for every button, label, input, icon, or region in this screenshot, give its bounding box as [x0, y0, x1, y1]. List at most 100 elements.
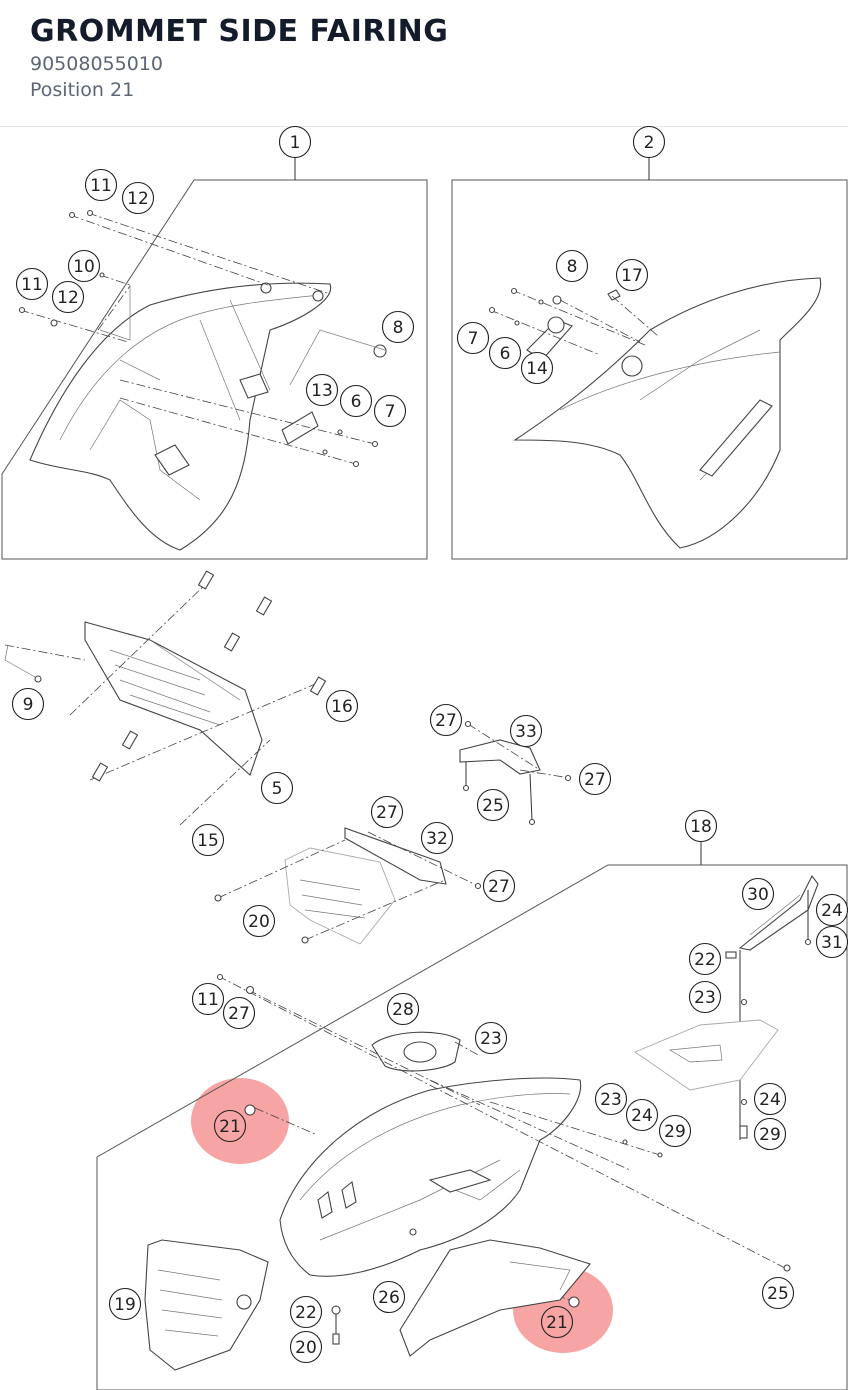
callout-12[interactable]: 12: [51, 280, 85, 314]
callout-circle: [741, 877, 775, 911]
callout-27[interactable]: 27: [578, 762, 612, 796]
page-title: GROMMET SIDE FAIRING: [30, 14, 449, 49]
callout-number: 20: [295, 1338, 317, 1358]
callout-circle: [753, 1117, 787, 1151]
callout-circle: [381, 310, 415, 344]
callout-10[interactable]: 10: [67, 249, 101, 283]
callout-circle: [242, 904, 276, 938]
callout-circle: [684, 809, 718, 843]
callout-14[interactable]: 14: [520, 351, 554, 385]
callout-31[interactable]: 31: [815, 925, 848, 959]
callout-24[interactable]: 24: [625, 1098, 659, 1132]
callout-12[interactable]: 12: [121, 181, 155, 215]
callout-circle: [386, 992, 420, 1026]
callout-21[interactable]: 21: [213, 1109, 247, 1143]
callout-11[interactable]: 11: [84, 168, 118, 202]
callout-number: 9: [23, 695, 34, 715]
callout-6[interactable]: 6: [339, 384, 373, 418]
callout-22[interactable]: 22: [289, 1295, 323, 1329]
callout-circle: [108, 1287, 142, 1321]
callout-number: 22: [694, 950, 716, 970]
callout-11[interactable]: 11: [191, 982, 225, 1016]
callout-25[interactable]: 25: [761, 1276, 795, 1310]
callout-33[interactable]: 33: [509, 714, 543, 748]
callout-number: 26: [378, 1288, 400, 1308]
callout-21[interactable]: 21: [540, 1305, 574, 1339]
callout-number: 7: [385, 402, 396, 422]
callout-number: 29: [664, 1122, 686, 1142]
callout-number: 27: [488, 877, 510, 897]
callout-24[interactable]: 24: [753, 1082, 787, 1116]
callout-23[interactable]: 23: [594, 1082, 628, 1116]
callout-23[interactable]: 23: [474, 1021, 508, 1055]
callout-number: 16: [331, 697, 353, 717]
callout-22[interactable]: 22: [688, 942, 722, 976]
callout-26[interactable]: 26: [372, 1280, 406, 1314]
callout-number: 27: [376, 803, 398, 823]
callout-30[interactable]: 30: [741, 877, 775, 911]
callout-32[interactable]: 32: [420, 821, 454, 855]
callout-29[interactable]: 29: [753, 1117, 787, 1151]
callout-circle: [339, 384, 373, 418]
callout-13[interactable]: 13: [305, 373, 339, 407]
callout-number: 12: [127, 189, 149, 209]
callout-circle: [289, 1330, 323, 1364]
callout-27[interactable]: 27: [370, 795, 404, 829]
position-label: Position 21: [30, 79, 135, 101]
callout-number: 25: [482, 796, 504, 816]
callout-number: 21: [219, 1117, 241, 1137]
callout-number: 23: [600, 1090, 622, 1110]
callout-number: 6: [500, 344, 511, 364]
callout-circle: [509, 714, 543, 748]
callout-11[interactable]: 11: [15, 267, 49, 301]
callout-27[interactable]: 27: [429, 703, 463, 737]
callout-circle: [488, 336, 522, 370]
callout-1[interactable]: 1: [278, 126, 312, 159]
callout-23[interactable]: 23: [688, 980, 722, 1014]
callout-circle: [632, 126, 666, 159]
callout-circle: [476, 788, 510, 822]
callout-number: 11: [90, 176, 112, 196]
callout-20[interactable]: 20: [289, 1330, 323, 1364]
callout-24[interactable]: 24: [815, 893, 848, 927]
callout-19[interactable]: 19: [108, 1287, 142, 1321]
callout-2[interactable]: 2: [632, 126, 666, 159]
callout-15[interactable]: 15: [191, 823, 225, 857]
callout-18[interactable]: 18: [684, 809, 718, 843]
callout-5[interactable]: 5: [260, 771, 294, 805]
callout-29[interactable]: 29: [658, 1114, 692, 1148]
callout-circle: [305, 373, 339, 407]
callout-6[interactable]: 6: [488, 336, 522, 370]
callout-circle: [260, 771, 294, 805]
part-number: 90508055010: [30, 53, 163, 75]
callout-8[interactable]: 8: [381, 310, 415, 344]
callout-number: 11: [21, 275, 43, 295]
callout-number: 31: [821, 933, 843, 953]
callout-circle: [482, 869, 516, 903]
callout-circle: [658, 1114, 692, 1148]
callout-27[interactable]: 27: [482, 869, 516, 903]
callout-circle: [278, 126, 312, 159]
callout-number: 20: [248, 912, 270, 932]
callout-27[interactable]: 27: [222, 996, 256, 1030]
callout-17[interactable]: 17: [615, 258, 649, 292]
callout-20[interactable]: 20: [242, 904, 276, 938]
callout-25[interactable]: 25: [476, 788, 510, 822]
callout-number: 8: [393, 318, 404, 338]
callout-number: 14: [526, 359, 548, 379]
callout-circle: [325, 689, 359, 723]
callout-number: 5: [272, 779, 283, 799]
callout-9[interactable]: 9: [11, 687, 45, 721]
callout-16[interactable]: 16: [325, 689, 359, 723]
callout-7[interactable]: 7: [373, 394, 407, 428]
callout-8[interactable]: 8: [555, 249, 589, 283]
callout-7[interactable]: 7: [456, 321, 490, 355]
callout-number: 30: [747, 885, 769, 905]
callout-number: 21: [546, 1313, 568, 1333]
callout-number: 18: [690, 817, 712, 837]
callout-number: 32: [426, 829, 448, 849]
callout-circle: [121, 181, 155, 215]
callout-circle: [615, 258, 649, 292]
callout-28[interactable]: 28: [386, 992, 420, 1026]
